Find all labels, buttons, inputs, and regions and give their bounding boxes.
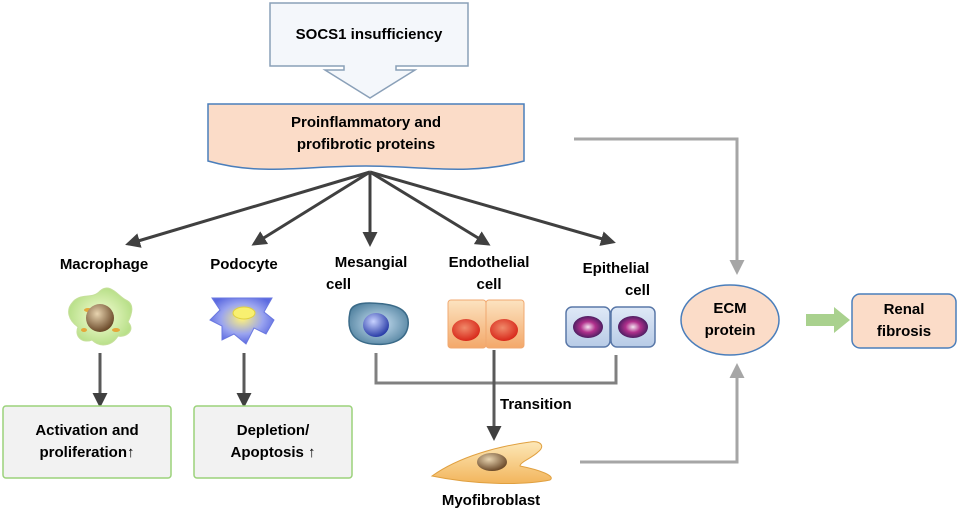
arrow-central-to-ecm [574,137,745,275]
macrophage-outcome-line1: Activation and [35,422,139,439]
ecm-protein: ECM protein [681,290,779,350]
endothelial-line1: Endothelial [448,254,530,271]
epithelial-label: Epithelial cell [568,258,664,302]
transition-label: Transition [500,396,572,413]
podocyte-outcome-line1: Depletion/ [236,422,310,439]
podocyte-label: Podocyte [210,256,278,273]
central-box-shape [207,103,525,170]
central-line1: Proinflammatory and [290,114,442,131]
mesangial-line2: cell [326,276,352,293]
mesangial-cell-icon [348,302,409,346]
macrophage-outcome-box-shape [2,405,172,479]
socs1-title-text: SOCS1 insufficiency [295,25,443,43]
renal-line1: Renal [883,301,925,318]
epithelial-cell-icon [565,306,656,348]
macrophage-outcome-line2: proliferation↑ [39,444,135,461]
arrow-to-epithelial [369,170,616,246]
myofibroblast-cell-icon [430,441,552,484]
podocyte-outcome: Depletion/ Apoptosis ↑ [194,406,352,478]
endothelial-label: Endothelial cell [436,252,542,296]
macrophage-cell-icon [68,287,133,346]
podocyte-outcome-box-shape [193,405,353,479]
renal-fibrosis: Renal fibrosis [852,294,956,348]
epithelial-line1: Epithelial [582,260,650,277]
arrow-to-macrophage [125,170,371,248]
endothelial-cell-icon [447,299,525,349]
arrow-ecm-to-renal [806,307,850,333]
central-box: Proinflammatory and profibrotic proteins [208,110,524,158]
central-line2: profibrotic proteins [296,136,436,153]
socs1-title: SOCS1 insufficiency [270,14,468,54]
socs1-arrow-box [269,2,469,99]
renal-box-shape [851,293,957,349]
ecm-line2: protein [704,322,756,339]
podocyte-cell-icon [209,297,275,345]
ecm-ellipse [680,284,780,356]
myofibroblast-label: Myofibroblast [441,492,541,509]
epithelial-line2: cell [624,282,650,299]
ecm-line1: ECM [713,300,747,317]
transition-bracket [374,353,618,385]
arrow-myofibroblast-to-ecm [580,363,745,464]
podocyte-outcome-line2: Apoptosis ↑ [230,444,316,461]
renal-line2: fibrosis [876,323,932,340]
macrophage-label: Macrophage [59,256,149,273]
arrow-to-podocyte [251,170,371,246]
mesangial-label: Mesangial cell [326,252,416,296]
arrow-to-endothelial [369,170,491,246]
endothelial-line2: cell [476,276,502,293]
macrophage-outcome: Activation and proliferation↑ [3,406,171,478]
mesangial-line1: Mesangial [334,254,408,271]
